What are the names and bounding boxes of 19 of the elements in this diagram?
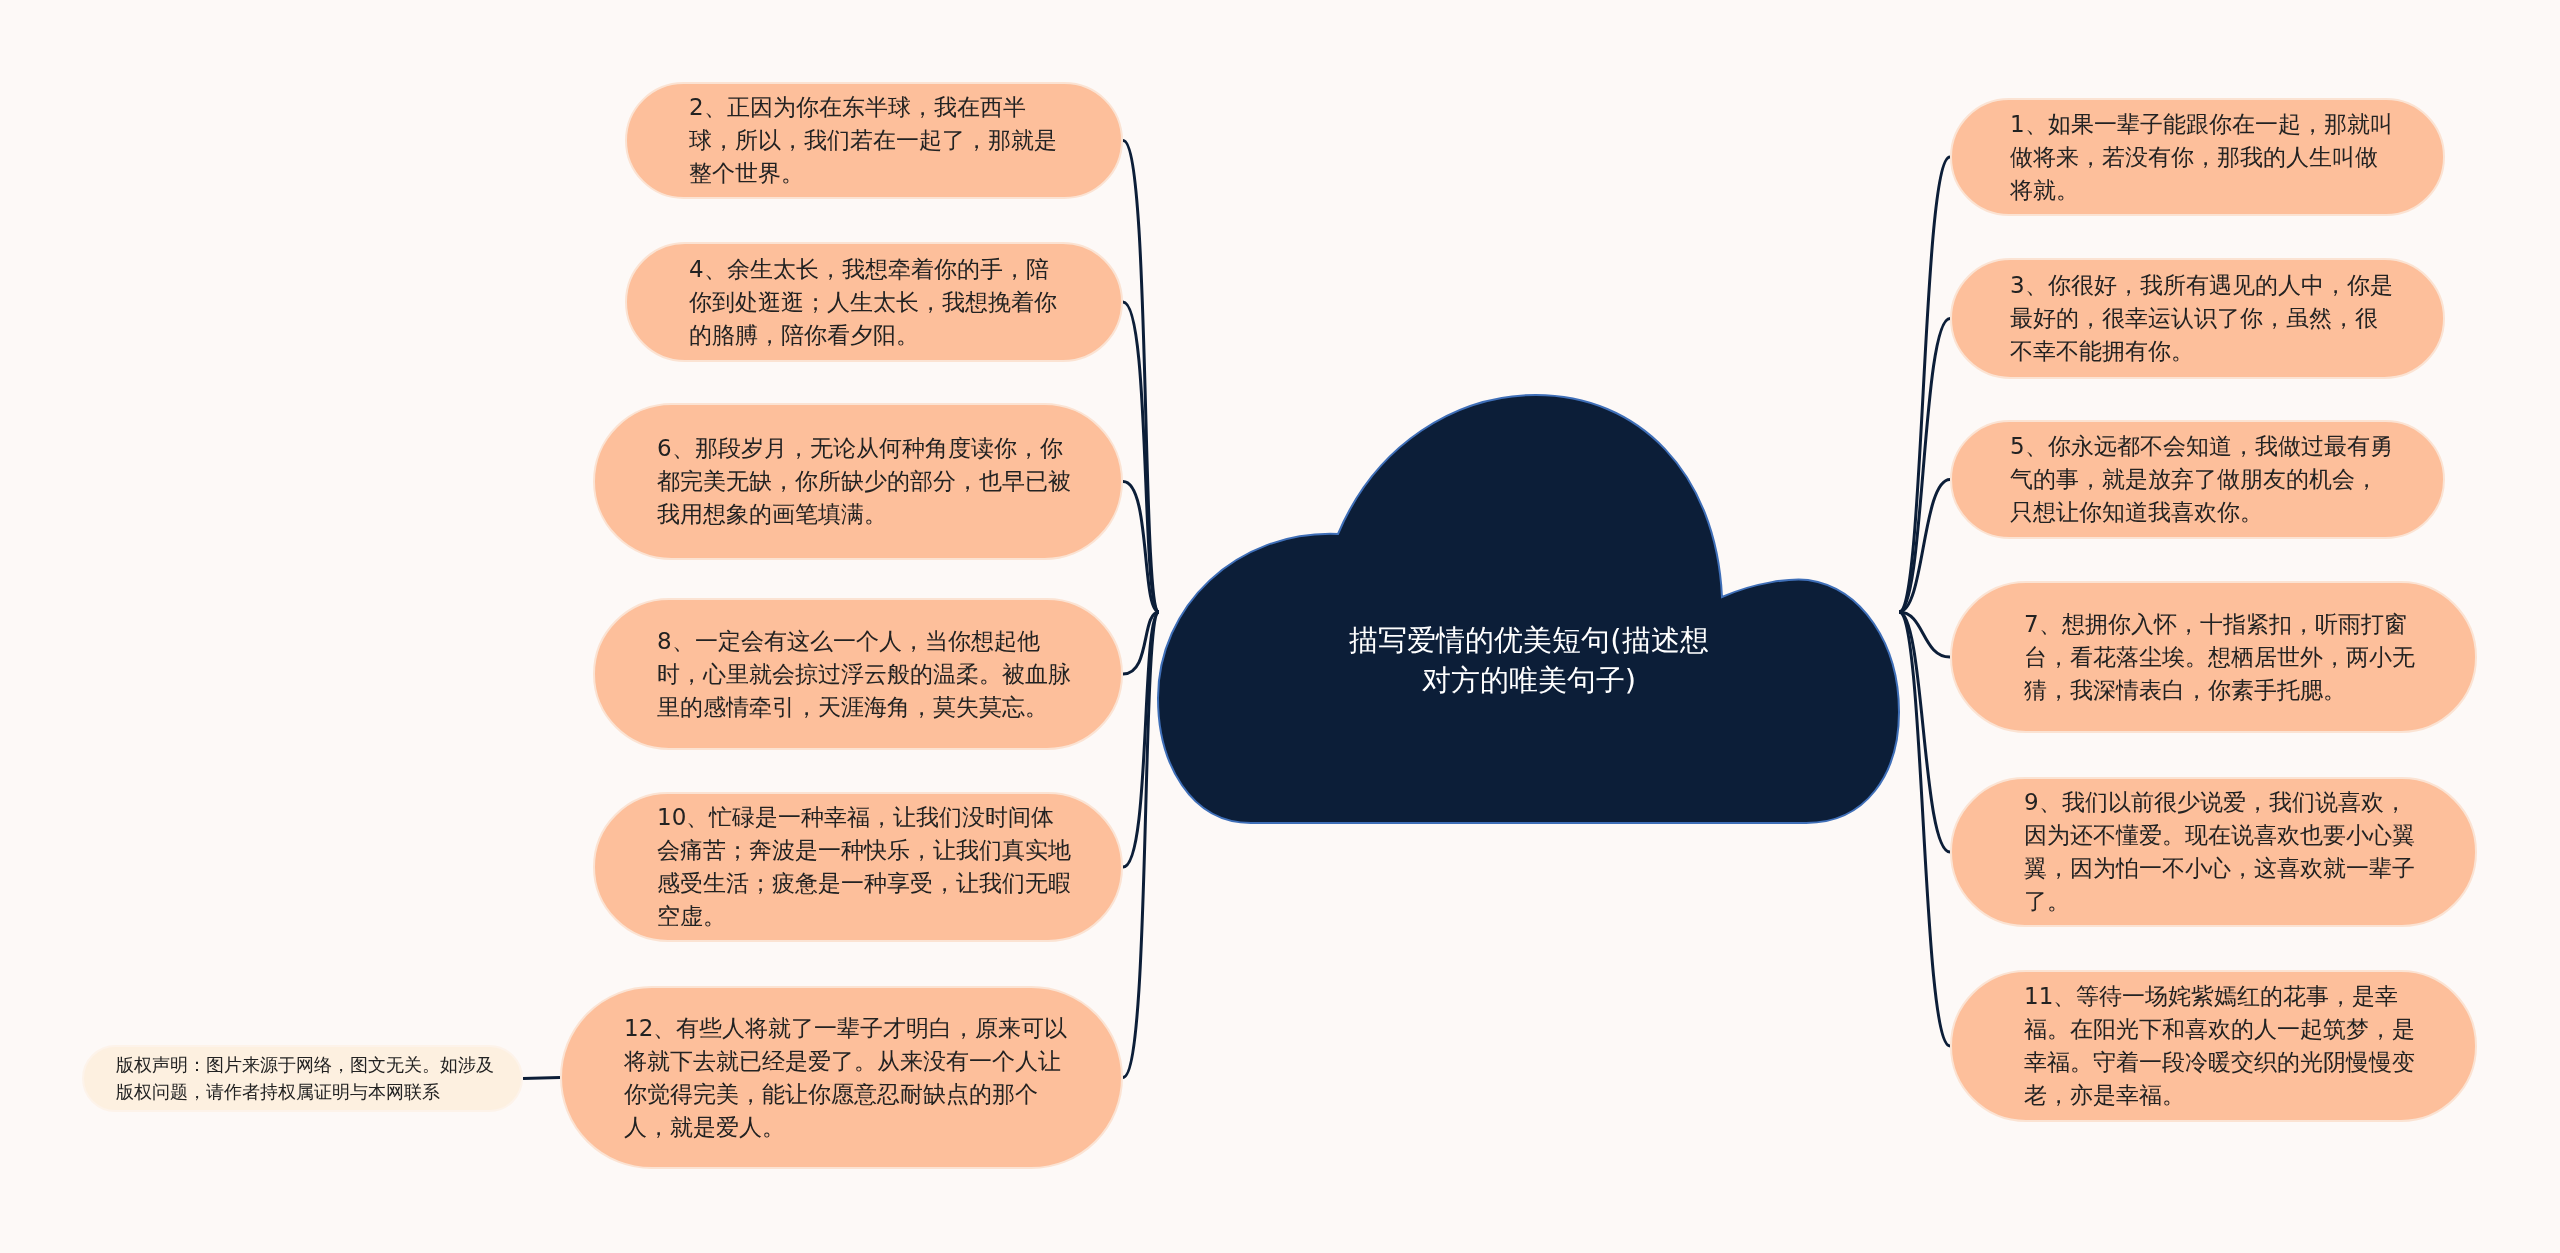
text-bubble: 5、你永远都不会知道，我做过最有勇气的事，就是放弃了做朋友的机会，只想让你知道我喜欢你。	[1950, 420, 2445, 539]
text-bubble: 12、有些人将就了一辈子才明白，原来可以将就下去就已经是爱了。从来没有一个人让你觉得完美，能让你愿意忍耐缺点的那个人，就是爱人。	[560, 986, 1123, 1169]
text-bubble: 11、等待一场姹紫嫣红的花事，是幸福。在阳光下和喜欢的人一起筑梦，是幸福。守着一段冷暖交织的光阴慢慢变老，亦是幸福。	[1950, 970, 2477, 1122]
text-bubble: 1、如果一辈子能跟你在一起，那就叫做将来，若没有你，那我的人生叫做将就。	[1950, 98, 2445, 216]
text-bubble: 9、我们以前很少说爱，我们说喜欢，因为还不懂爱。现在说喜欢也要小心翼翼，因为怕一不小心，这喜欢就一辈子了。	[1950, 777, 2477, 927]
text-bubble: 2、正因为你在东半球，我在西半球，所以，我们若在一起了，那就是整个世界。	[625, 82, 1123, 199]
text-bubble: 7、想拥你入怀，十指紧扣，听雨打窗台，看花落尘埃。想栖居世外，两小无猜，我深情表白，你素手托腮。	[1950, 581, 2477, 733]
connector-line	[1898, 610, 1951, 854]
note-bubble: 版权声明：图片来源于网络，图文无关。如涉及版权问题，请作者持权属证明与本网联系	[82, 1045, 523, 1112]
text-bubble: 10、忙碌是一种幸福，让我们没时间体会痛苦；奔波是一种快乐，让我们真实地感受生活；疲惫是一种享受，让我们无暇空虚。	[593, 792, 1123, 942]
text-bubble: 4、余生太长，我想牵着你的手，陪你到处逛逛；人生太长，我想挽着你的胳膊，陪你看夕阳。	[625, 242, 1123, 362]
connector-line	[522, 1076, 561, 1080]
title-text: 描写爱情的优美短句(描述想对方的唯美句子)	[1348, 622, 1710, 699]
connector-line	[1897, 611, 1952, 1047]
text-bubble: 6、那段岁月，无论从何种角度读你，你都完美无缺，你所缺少的部分，也早已被我用想象的画笔填满。	[593, 403, 1123, 560]
connector-line	[1121, 300, 1161, 613]
text-bubble: 3、你很好，我所有遇见的人中，你是最好的，很幸运认识了你，虽然，很不幸不能拥有你。	[1950, 258, 2445, 379]
text-bubble: 8、一定会有这么一个人，当你想起他时，心里就会掠过浮云般的温柔。被血脉里的感情牵引，天涯海角，莫失莫忘。	[593, 598, 1123, 750]
connector-line	[1121, 611, 1161, 1079]
